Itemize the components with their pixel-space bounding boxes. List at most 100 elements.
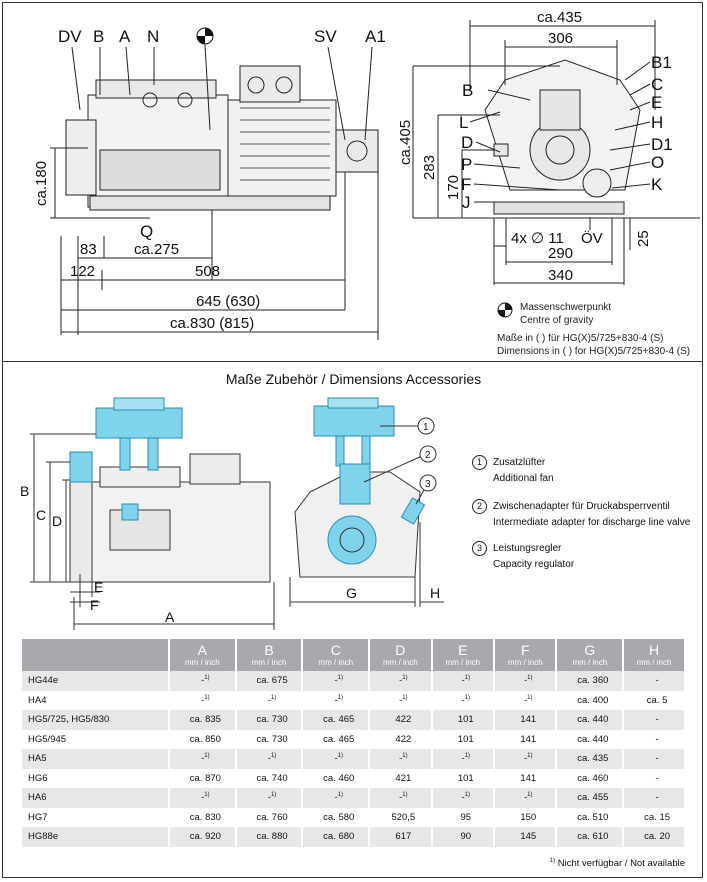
- value-cell: ca. 440: [555, 729, 624, 749]
- value-cell: 145: [493, 827, 557, 847]
- value-cell: -: [622, 729, 684, 749]
- value-cell: 421: [368, 768, 432, 788]
- label-front-o: O: [651, 153, 664, 172]
- table-footnote: 1) Nicht verfügbar / Not available: [549, 858, 685, 870]
- accessories-title: Maße Zubehör / Dimensions Accessories: [225, 371, 482, 387]
- value-cell: -1): [368, 671, 432, 691]
- model-cell: HG5/725, HG5/830: [22, 710, 169, 730]
- value-cell: 101: [430, 768, 495, 788]
- model-cell: HG6: [22, 768, 169, 788]
- value-cell: -1): [168, 749, 236, 769]
- dim-83: 83: [80, 241, 97, 258]
- table-row: HA5-1)-1)-1)-1)-1)-1)ca. 435-: [22, 749, 684, 769]
- model-cell: HG88e: [22, 827, 169, 847]
- label-front-b: B: [462, 81, 473, 100]
- value-cell: -1): [368, 788, 432, 808]
- acc-label-h: H: [430, 585, 440, 601]
- label-front-d: D: [461, 133, 473, 152]
- table-row: HA6-1)-1)-1)-1)-1)-1)ca. 455-: [22, 788, 684, 808]
- value-cell: -1): [493, 690, 557, 710]
- value-cell: -1): [168, 788, 236, 808]
- value-cell: -: [622, 749, 684, 769]
- accessory-en: Additional fan: [493, 473, 554, 485]
- acc-label-d: D: [52, 513, 62, 529]
- acc-label-g: G: [346, 585, 357, 601]
- value-cell: -1): [168, 671, 236, 691]
- model-cell: HG7: [22, 807, 169, 827]
- label-front-d1: D1: [651, 135, 673, 154]
- acc-label-a: A: [165, 609, 175, 625]
- value-cell: ca. 20: [622, 827, 684, 847]
- value-cell: ca. 510: [555, 807, 624, 827]
- dim-340: 340: [548, 267, 573, 284]
- label-dv: DV: [58, 27, 82, 46]
- model-cell: HA6: [22, 788, 169, 808]
- value-cell: ca. 830: [168, 807, 236, 827]
- value-cell: -1): [493, 788, 557, 808]
- value-cell: ca. 880: [234, 827, 303, 847]
- value-cell: -1): [493, 671, 557, 691]
- label-front-c: C: [651, 75, 663, 94]
- note-en: Dimensions in ( ) for HG(X)5/725+830-4 (…: [497, 346, 691, 357]
- value-cell: -1): [234, 690, 303, 710]
- label-front-e: E: [651, 93, 662, 112]
- label-front-h: H: [651, 113, 663, 132]
- label-n: N: [147, 27, 159, 46]
- callout-1: 1: [423, 422, 429, 433]
- table-header-model: [22, 639, 169, 671]
- value-cell: -1): [430, 671, 495, 691]
- dim-25: 25: [635, 230, 652, 247]
- acc-label-b: B: [20, 483, 29, 499]
- value-cell: -: [622, 710, 684, 730]
- acc-label-e: E: [94, 579, 103, 595]
- label-a1: A1: [365, 27, 386, 46]
- dim-ca830: ca.830 (815): [170, 315, 254, 332]
- callout-3: 3: [425, 479, 431, 490]
- dim-ca275: ca.275: [134, 241, 179, 258]
- dim-645: 645 (630): [196, 293, 260, 310]
- value-cell: 422: [368, 729, 432, 749]
- value-cell: ca. 920: [168, 827, 236, 847]
- model-cell: HA4: [22, 690, 169, 710]
- dim-306: 306: [548, 30, 573, 47]
- value-cell: 617: [368, 827, 432, 847]
- label-front-p: P: [461, 155, 472, 174]
- value-cell: -: [622, 768, 684, 788]
- value-cell: -1): [301, 788, 370, 808]
- value-cell: ca. 760: [234, 807, 303, 827]
- label-front-k: K: [651, 175, 663, 194]
- accessory-de: Leistungsregler: [493, 543, 562, 555]
- value-cell: ca. 460: [555, 768, 624, 788]
- value-cell: ca. 5: [622, 690, 684, 710]
- value-cell: -1): [430, 788, 495, 808]
- cog-label-de: Massenschwerpunkt: [520, 302, 612, 313]
- dim-170: 170: [445, 175, 462, 200]
- value-cell: ca. 730: [234, 710, 303, 730]
- value-cell: -1): [234, 788, 303, 808]
- value-cell: 141: [493, 729, 557, 749]
- label-ov: ÖV: [581, 229, 603, 247]
- acc-label-c: C: [36, 507, 46, 523]
- value-cell: ca. 850: [168, 729, 236, 749]
- value-cell: -1): [301, 749, 370, 769]
- label-front-j: J: [462, 193, 471, 212]
- accessory-number: 2: [472, 499, 487, 514]
- compressor-dimension-drawing: DV B A N SV A1 Q ca.180 83 ca.275 122 50…: [33, 9, 700, 340]
- value-cell: 101: [430, 710, 495, 730]
- model-cell: HG44e: [22, 671, 169, 691]
- dim-ca180: ca.180: [33, 161, 50, 206]
- value-cell: ca. 400: [555, 690, 624, 710]
- value-cell: 101: [430, 729, 495, 749]
- table-row: HG44e-1)ca. 675-1)-1)-1)-1)ca. 360-: [22, 671, 684, 691]
- value-cell: 422: [368, 710, 432, 730]
